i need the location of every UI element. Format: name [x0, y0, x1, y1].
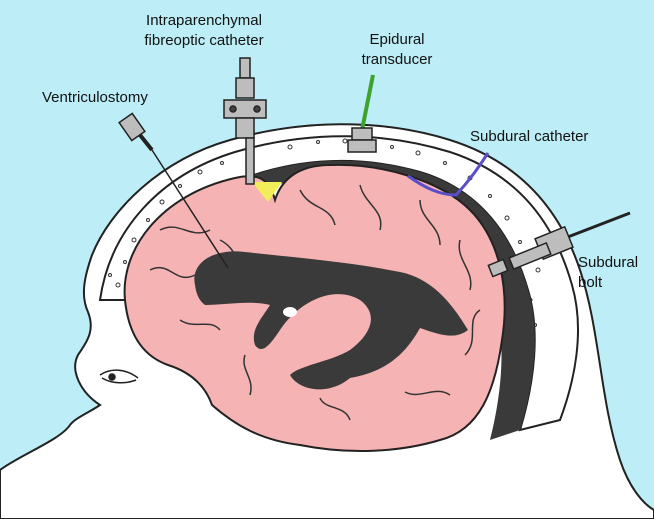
eye-icon: [99, 369, 139, 384]
lateral-ventricle: [194, 251, 468, 390]
label-ventriculostomy: Ventriculostomy: [42, 89, 148, 106]
label-subdural-catheter: Subdural catheter: [470, 128, 589, 145]
epidural-transducer-device: [347, 74, 377, 153]
label-epidural-transducer: Epidural transducer: [361, 31, 433, 68]
label-intraparenchymal-catheter: Intraparenchymal fibreoptic catheter: [144, 12, 264, 49]
ventriculostomy-device: [118, 112, 229, 269]
label-subdural-bolt: Subdural bolt: [578, 254, 639, 291]
intraparenchymal-catheter-device: [223, 57, 267, 185]
subdural-catheter-line: [407, 152, 490, 197]
subdural-bolt-device: [487, 211, 631, 278]
parenchymal-tip: [252, 182, 282, 202]
thalamus-interthalamic: [283, 307, 297, 317]
